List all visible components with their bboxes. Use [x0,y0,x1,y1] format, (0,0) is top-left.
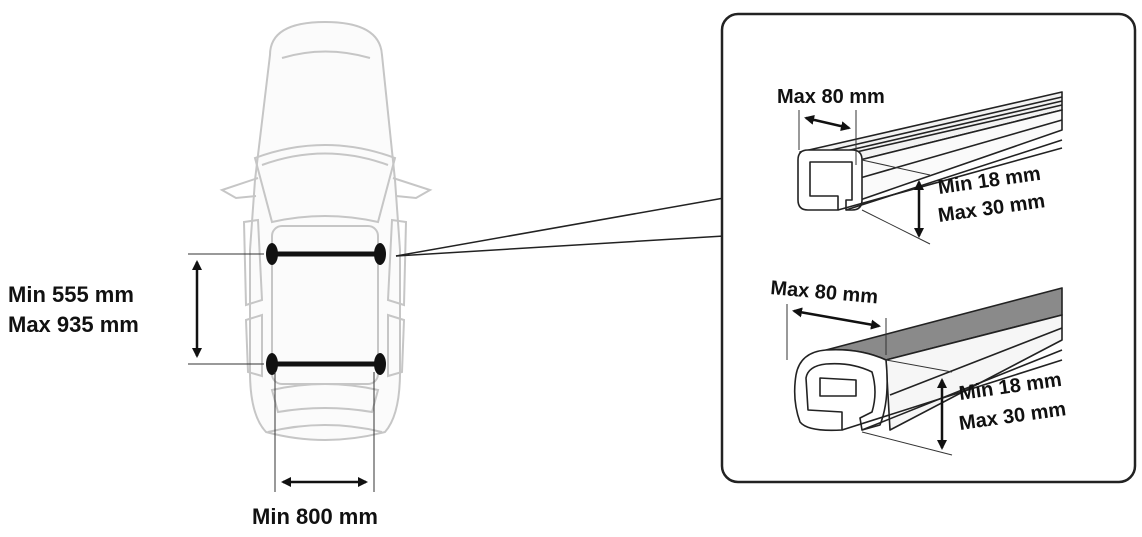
car-window-right-front [386,218,408,307]
top-bar-width-arrow [804,114,851,132]
top-bar-width-label: Max 80 mm [777,86,885,108]
car-top-view [219,20,433,441]
bottom-bar-width-arrow [792,307,881,330]
aero-profile-bar [793,287,1063,432]
car-mirror-right [392,177,433,200]
roof-bars [266,243,386,375]
roof-bar-front-foot-left [266,243,278,265]
car-window-left-front [242,218,264,307]
width-min-label: Min 800 mm [252,504,378,529]
car-window-left-rear [244,313,263,378]
bar-spacing-dimension [188,253,264,365]
roof-bar-rear-foot-right [374,353,386,375]
car-mirror-left [219,177,259,200]
roof-bar-rear-foot-left [266,353,278,375]
foot-width-dimension [274,372,375,492]
car-body-outline [249,20,401,441]
zoom-callout-lines [395,197,725,257]
car-windscreen [253,144,397,224]
car-window-right-rear [387,313,406,378]
square-profile-bar [797,91,1063,211]
car-hood [281,50,371,59]
detail-panel [720,12,1137,484]
car-rear-window [270,383,380,414]
spacing-max-label: Max 935 mm [8,312,139,337]
spacing-min-label: Min 555 mm [8,282,134,307]
roof-bar-front-foot-right [374,243,386,265]
